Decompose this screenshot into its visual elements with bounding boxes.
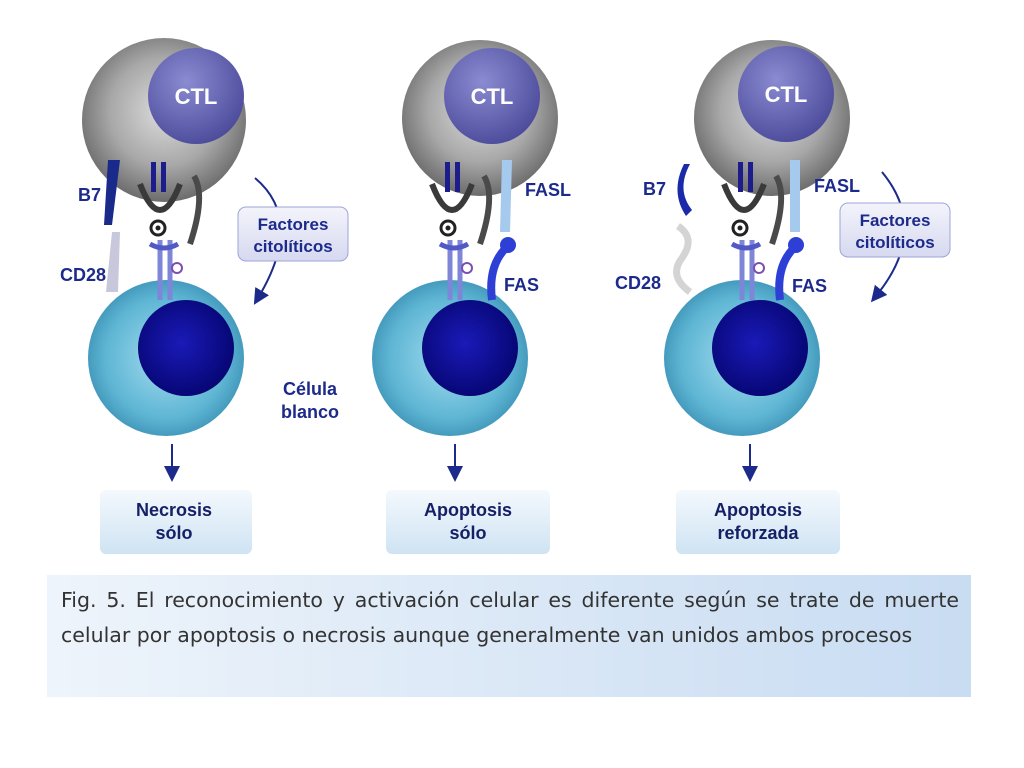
- target-label-line1: Célula: [283, 379, 338, 399]
- factors-label-line1: Factores: [860, 211, 931, 230]
- cd28-label: CD28: [615, 273, 661, 293]
- outcome-line2: reforzada: [717, 523, 799, 543]
- panel-enhanced-apoptosis: CTL B7 CD28 FASL FAS Factores citolítico…: [615, 40, 951, 554]
- factors-box: [839, 202, 951, 258]
- panel-apoptosis: CTL FASL FAS Apoptosis sólo: [372, 40, 571, 554]
- ctl-label: CTL: [765, 82, 808, 107]
- outcome-line1: Apoptosis: [714, 500, 802, 520]
- ctl-nucleus: [444, 48, 540, 144]
- cd28-label: CD28: [60, 265, 106, 285]
- fas-head: [788, 237, 804, 253]
- target-nucleus: [422, 300, 518, 396]
- fasl-ligand: [790, 160, 800, 232]
- outcome-box: [386, 490, 550, 554]
- outcome-line1: Necrosis: [136, 500, 212, 520]
- outcome-box: [100, 490, 252, 554]
- tcr-complex: [429, 162, 493, 300]
- fas-label: FAS: [504, 275, 539, 295]
- tcr-complex: [721, 162, 785, 300]
- fasl-label: FASL: [525, 180, 571, 200]
- b7-receptor: [104, 160, 120, 225]
- figure-caption: Fig. 5. El reconocimiento y activación c…: [47, 575, 971, 697]
- cd28-receptor: [106, 232, 120, 292]
- factors-box: [237, 206, 349, 262]
- target-nucleus: [138, 300, 234, 396]
- target-nucleus: [712, 300, 808, 396]
- factors-label-line2: citolíticos: [855, 233, 934, 252]
- fas-receptor: [487, 247, 508, 301]
- outcome-line1: Apoptosis: [424, 500, 512, 520]
- outcome-line2: sólo: [155, 523, 192, 543]
- fas-label: FAS: [792, 276, 827, 296]
- ctl-label: CTL: [471, 84, 514, 109]
- ctl-label: CTL: [175, 84, 218, 109]
- target-label-line2: blanco: [281, 402, 339, 422]
- b7-receptor: [677, 164, 692, 216]
- b7-label: B7: [643, 179, 666, 199]
- factors-label-line2: citolíticos: [253, 237, 332, 256]
- ctl-nucleus: [148, 48, 244, 144]
- tcr-complex: [137, 162, 203, 300]
- outcome-line2: sólo: [449, 523, 486, 543]
- fasl-label: FASL: [814, 176, 860, 196]
- outcome-box: [676, 490, 840, 554]
- cd28-receptor: [673, 223, 693, 295]
- panel-necrosis: CTL B7 CD28 Factores citolíticos Célula …: [60, 38, 349, 554]
- ctl-nucleus: [738, 46, 834, 142]
- factors-label-line1: Factores: [258, 215, 329, 234]
- fas-receptor: [775, 247, 796, 301]
- fasl-ligand: [500, 160, 512, 232]
- fas-head: [500, 237, 516, 253]
- b7-label: B7: [78, 185, 101, 205]
